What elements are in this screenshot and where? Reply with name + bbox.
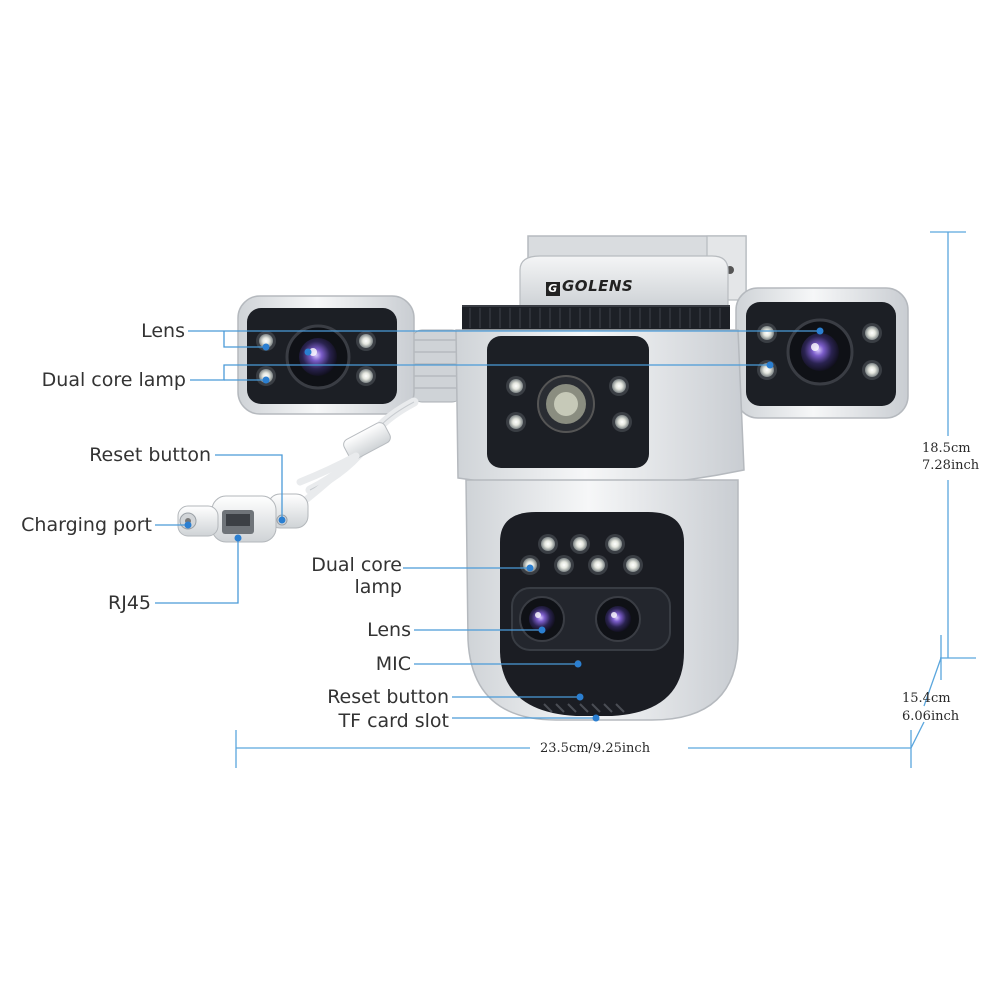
dim-height-inch: 7.28inch xyxy=(922,458,980,473)
label-rj45: RJ45 xyxy=(108,592,151,614)
left-bullet-camera xyxy=(237,295,463,415)
label-mic: MIC xyxy=(375,653,411,675)
dim-depth-cm: 15.4cm xyxy=(902,691,951,706)
ptz-dome-camera xyxy=(465,479,739,721)
rj45-connector xyxy=(211,495,277,543)
dimension-lines xyxy=(235,231,976,768)
cable-assembly xyxy=(177,397,419,543)
leader-lines xyxy=(155,330,820,719)
label-reset-button-cable: Reset button xyxy=(89,444,211,466)
label-reset-button-bottom: Reset button xyxy=(327,686,449,708)
dim-depth-inch: 6.06inch xyxy=(902,709,960,724)
label-lens-bottom: Lens xyxy=(367,619,411,641)
label-lens-top: Lens xyxy=(141,320,185,342)
charging-port-connector xyxy=(177,505,219,537)
leader-dots xyxy=(184,327,824,722)
wall-mount-bracket xyxy=(519,235,747,309)
right-bullet-camera xyxy=(711,287,909,419)
center-fixed-camera xyxy=(455,305,745,489)
brand-name: GOLENS xyxy=(562,277,634,295)
dim-height-cm: 18.5cm xyxy=(922,441,971,456)
label-tf-card-slot: TF card slot xyxy=(338,710,450,732)
label-dual-core-lamp-bottom-line1: Dual core xyxy=(311,554,402,576)
dim-width: 23.5cm/9.25inch xyxy=(540,741,651,756)
label-charging-port: Charging port xyxy=(21,514,152,536)
label-dual-core-lamp-bottom-line2: lamp xyxy=(354,576,403,598)
label-dual-core-lamp-top: Dual core lamp xyxy=(41,369,186,391)
